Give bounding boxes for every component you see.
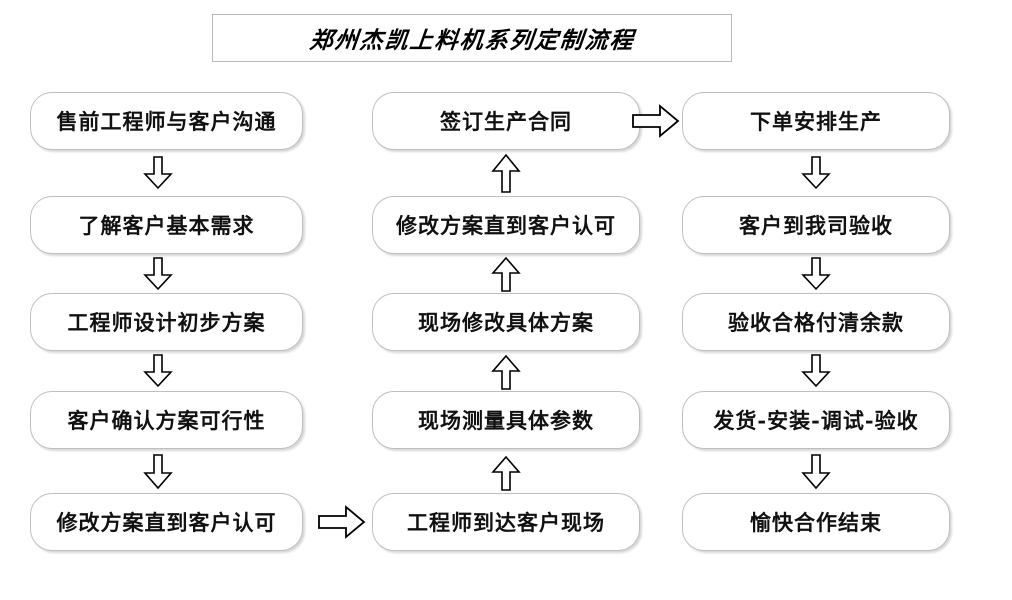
arrow-down-col1-3 bbox=[143, 354, 173, 388]
arrow-right-col2-to-col3 bbox=[632, 104, 680, 138]
flow-node-col3-3: 验收合格付清余款 bbox=[682, 293, 950, 351]
flow-node-col3-2: 客户到我司验收 bbox=[682, 196, 950, 254]
arrow-up-col2-4 bbox=[491, 455, 521, 491]
flow-node-col2-3: 现场修改具体方案 bbox=[372, 293, 640, 351]
flow-node-label: 现场测量具体参数 bbox=[418, 407, 594, 433]
arrow-down-col3-1 bbox=[801, 156, 831, 190]
arrow-down-col1-2 bbox=[143, 257, 173, 291]
flow-node-label: 修改方案直到客户认可 bbox=[56, 509, 277, 535]
flow-node-label: 发货-安装-调试-验收 bbox=[713, 407, 919, 433]
flow-node-label: 工程师到达客户现场 bbox=[407, 509, 605, 535]
flow-node-col1-5: 修改方案直到客户认可 bbox=[30, 493, 303, 551]
flow-node-col1-4: 客户确认方案可行性 bbox=[30, 391, 303, 449]
arrow-down-col3-3 bbox=[801, 354, 831, 388]
flow-node-label: 下单安排生产 bbox=[750, 108, 882, 134]
page-title: 郑州杰凯上料机系列定制流程 bbox=[307, 27, 636, 54]
arrow-down-col1-1 bbox=[143, 156, 173, 190]
flow-node-col3-5: 愉快合作结束 bbox=[682, 493, 950, 551]
flow-node-col2-5: 工程师到达客户现场 bbox=[372, 493, 640, 551]
arrow-up-col2-1 bbox=[491, 153, 521, 193]
flow-node-label: 愉快合作结束 bbox=[750, 509, 882, 535]
flow-node-col2-4: 现场测量具体参数 bbox=[372, 391, 640, 449]
flow-node-label: 客户确认方案可行性 bbox=[67, 407, 266, 433]
flow-node-label: 了解客户基本需求 bbox=[78, 212, 255, 238]
flow-node-label: 签订生产合同 bbox=[440, 108, 572, 134]
flow-node-label: 客户到我司验收 bbox=[739, 212, 893, 238]
arrow-up-col2-3 bbox=[491, 354, 521, 390]
flow-node-col2-1: 签订生产合同 bbox=[372, 92, 640, 150]
arrow-down-col3-4 bbox=[801, 454, 831, 490]
flow-node-col3-1: 下单安排生产 bbox=[682, 92, 950, 150]
arrow-down-col3-2 bbox=[801, 257, 831, 291]
flow-node-label: 修改方案直到客户认可 bbox=[396, 212, 616, 238]
flow-node-label: 售前工程师与客户沟通 bbox=[56, 108, 277, 134]
flow-node-label: 工程师设计初步方案 bbox=[67, 309, 266, 335]
flow-node-label: 现场修改具体方案 bbox=[418, 309, 594, 335]
arrow-up-col2-2 bbox=[491, 256, 521, 292]
diagram-title-box: 郑州杰凯上料机系列定制流程 bbox=[212, 14, 732, 62]
flow-node-col1-3: 工程师设计初步方案 bbox=[30, 293, 303, 351]
flow-node-col1-2: 了解客户基本需求 bbox=[30, 196, 303, 254]
flow-node-label: 验收合格付清余款 bbox=[728, 309, 904, 335]
arrow-right-col1-to-col2 bbox=[318, 505, 366, 539]
flow-node-col3-4: 发货-安装-调试-验收 bbox=[682, 391, 950, 449]
arrow-down-col1-4 bbox=[143, 454, 173, 490]
flow-node-col1-1: 售前工程师与客户沟通 bbox=[30, 92, 303, 150]
flow-node-col2-2: 修改方案直到客户认可 bbox=[372, 196, 640, 254]
